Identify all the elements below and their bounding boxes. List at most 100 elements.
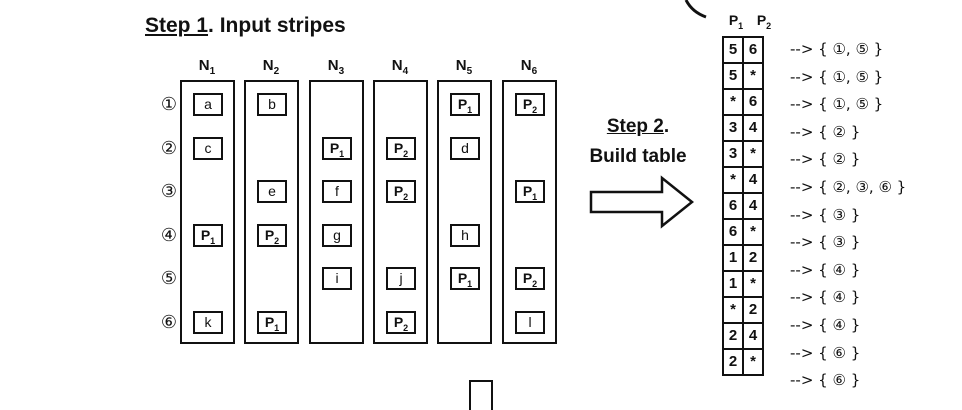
table-row: 1* [722, 270, 764, 298]
stripe-cell: l [515, 311, 545, 334]
mapping-row: --> { ② } [790, 122, 861, 141]
right-arrow-icon [589, 175, 695, 229]
mapping-row: --> { ④ } [790, 288, 861, 307]
step2-subtitle: Build table [589, 146, 687, 167]
stripe-cell: P1 [450, 93, 480, 116]
table-header-p1: P1 [728, 12, 744, 31]
stripe-cell: P2 [386, 137, 416, 160]
p2-cell: * [742, 348, 764, 376]
table-row: 2* [722, 348, 764, 376]
table-row: *4 [722, 166, 764, 194]
node-header: N3 [327, 57, 345, 77]
p1-cell: * [722, 166, 744, 194]
node-stripe [437, 80, 492, 344]
mapping-row: --> { ⑥ } [790, 371, 861, 390]
step1-title: Step 1. Input stripes [145, 14, 346, 38]
stripe-cell: k [193, 311, 223, 334]
stripe-cell: j [386, 267, 416, 290]
mapping-row: --> { ② } [790, 150, 861, 169]
stripe-cell: a [193, 93, 223, 116]
p2-cell: 4 [742, 114, 764, 142]
p1-cell: 1 [722, 270, 744, 298]
p1-cell: 2 [722, 348, 744, 376]
node-header: N1 [198, 57, 216, 77]
table-row: 6* [722, 218, 764, 246]
stripe-cell: d [450, 137, 480, 160]
node-header: N5 [455, 57, 473, 77]
p2-cell: 4 [742, 166, 764, 194]
p1-cell: 6 [722, 192, 744, 220]
step2-label: Step 2 [606, 116, 664, 137]
stripe-cell: f [322, 180, 352, 203]
partial-box-fragment [469, 380, 493, 410]
node-header: N2 [262, 57, 280, 77]
table-header-p2: P2 [756, 12, 772, 31]
p1-cell: 2 [722, 322, 744, 350]
stripe-cell: P1 [450, 267, 480, 290]
mapping-row: --> { ③ } [790, 205, 861, 224]
stripe-cell: P1 [322, 137, 352, 160]
p1-cell: 5 [722, 62, 744, 90]
step1-rest: . Input stripes [208, 14, 346, 37]
stripe-cell: g [322, 224, 352, 247]
row-label: ⑤ [160, 268, 178, 288]
mapping-row: --> { ⑥ } [790, 343, 861, 362]
p2-cell: * [742, 140, 764, 168]
table-row: *6 [722, 88, 764, 116]
p2-cell: 4 [742, 192, 764, 220]
p1-cell: 5 [722, 36, 744, 64]
mapping-row: --> { ①, ⑤ } [790, 95, 884, 114]
stripe-cell: i [322, 267, 352, 290]
step1-label: Step 1 [145, 14, 209, 37]
node-stripe [180, 80, 235, 344]
step2-period: . [663, 116, 670, 137]
mapping-row: --> { ④ } [790, 260, 861, 279]
row-label: ⑥ [160, 312, 178, 332]
p1-cell: 1 [722, 244, 744, 272]
p1-cell: 3 [722, 114, 744, 142]
p2-cell: * [742, 62, 764, 90]
p2-cell: 4 [742, 322, 764, 350]
row-label: ① [160, 94, 178, 114]
p2-cell: * [742, 218, 764, 246]
p2-cell: 6 [742, 36, 764, 64]
p2-cell: 2 [742, 296, 764, 324]
p2-cell: 2 [742, 244, 764, 272]
mapping-row: --> { ①, ⑤ } [790, 40, 884, 58]
table-row: 5* [722, 62, 764, 90]
node-header: N6 [520, 57, 538, 77]
stripe-cell: P2 [515, 93, 545, 116]
step2-title: Step 2. Build table [578, 112, 698, 172]
stripe-cell: P1 [257, 311, 287, 334]
node-header: N4 [391, 57, 409, 77]
node-stripe [502, 80, 557, 344]
stripe-cell: h [450, 224, 480, 247]
curve-fragment [684, 0, 707, 19]
stripe-cell: c [193, 137, 223, 160]
stripe-cell: P2 [386, 180, 416, 203]
row-label: ② [160, 138, 178, 158]
stripe-cell: b [257, 93, 287, 116]
stripe-cell: e [257, 180, 287, 203]
table-row: 3* [722, 140, 764, 168]
node-stripe [309, 80, 364, 344]
stripe-cell: P1 [193, 224, 223, 247]
p1-cell: * [722, 88, 744, 116]
node-stripe [244, 80, 299, 344]
mapping-row: --> { ①, ⑤ } [790, 67, 884, 86]
table-row: *2 [722, 296, 764, 324]
p1-cell: * [722, 296, 744, 324]
stripe-cell: P2 [257, 224, 287, 247]
mapping-row: --> { ④ } [790, 316, 861, 334]
row-label: ③ [160, 181, 178, 201]
mapping-row: --> { ③ } [790, 233, 861, 252]
stripe-cell: P1 [515, 180, 545, 203]
stripe-cell: P2 [386, 311, 416, 334]
p1-cell: 3 [722, 140, 744, 168]
p1-cell: 6 [722, 218, 744, 246]
stripe-cell: P2 [515, 267, 545, 290]
